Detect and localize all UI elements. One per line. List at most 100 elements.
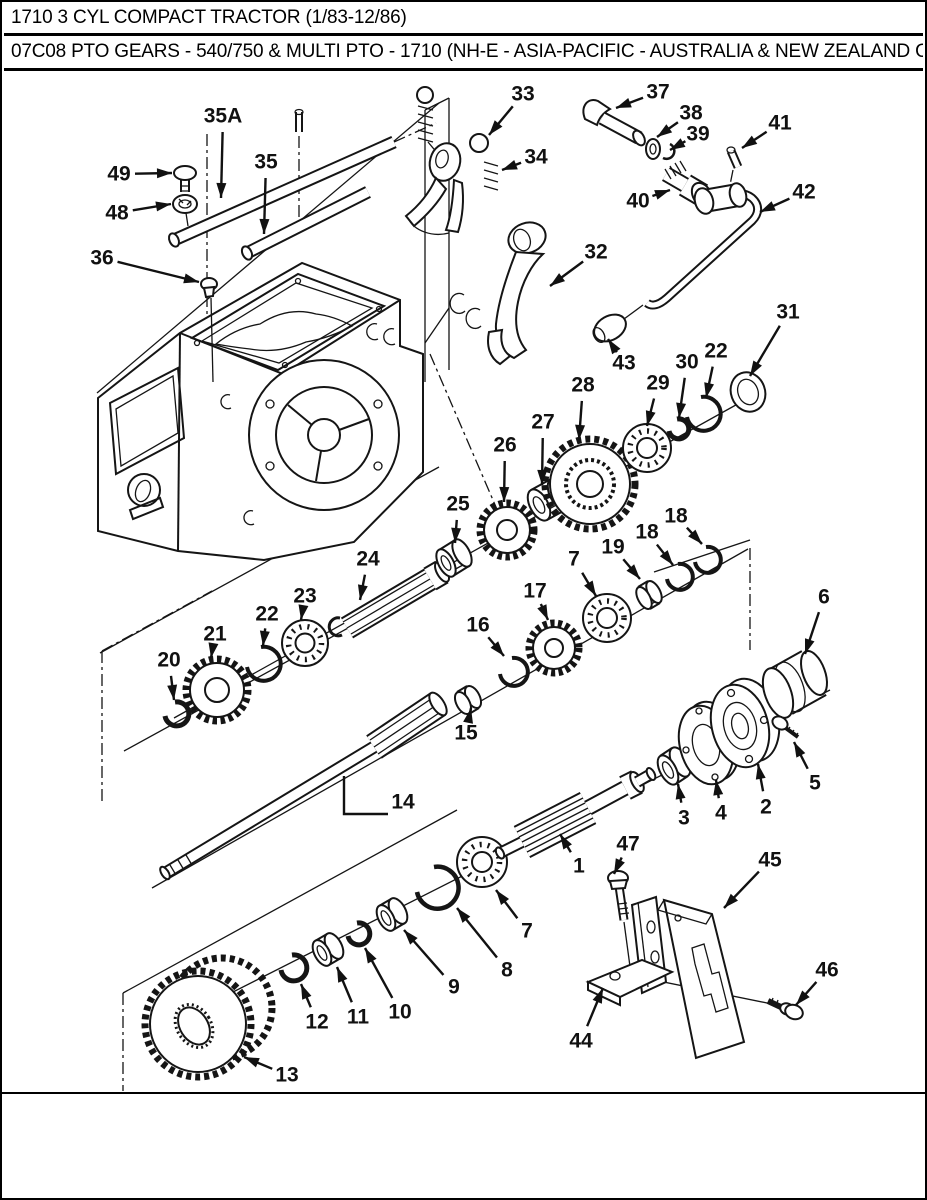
svg-text:8: 8	[501, 959, 513, 982]
section-title: 07C08 PTO GEARS - 540/750 & MULTI PTO - …	[4, 36, 923, 71]
part-pin-41	[726, 146, 743, 169]
callout-42: 42	[759, 181, 816, 214]
svg-text:23: 23	[293, 585, 316, 608]
callout-28: 28	[571, 374, 595, 441]
part-bearing-7a	[582, 593, 632, 643]
part-clip-39	[662, 142, 676, 161]
callout-8: 8	[456, 907, 513, 982]
part-clip-30	[666, 416, 692, 442]
svg-text:18: 18	[635, 521, 659, 544]
svg-text:1: 1	[573, 855, 585, 878]
part-bushing-25	[435, 538, 473, 578]
callout-15: 15	[454, 707, 478, 745]
svg-text:15: 15	[454, 722, 478, 745]
callout-19: 19	[601, 536, 641, 580]
callout-38: 38	[656, 102, 703, 138]
part-housing	[97, 261, 482, 562]
callout-35: 35	[254, 151, 278, 235]
part-shift-rails	[167, 108, 397, 261]
part-bearing-23	[281, 619, 329, 667]
callout-13: 13	[243, 1055, 299, 1087]
svg-text:22: 22	[704, 340, 727, 363]
part-lever-37	[582, 99, 646, 147]
part-bolt-36	[200, 277, 218, 383]
callout-48: 48	[105, 202, 172, 225]
callout-18: 18	[664, 505, 703, 545]
callout-23: 23	[293, 585, 317, 621]
svg-text:39: 39	[686, 123, 709, 146]
part-bearing-29	[622, 423, 672, 473]
svg-text:41: 41	[768, 112, 792, 135]
part-shift-fork-35A	[404, 142, 464, 235]
callout-43: 43	[607, 338, 636, 375]
svg-text:7: 7	[521, 920, 533, 943]
callout-12: 12	[299, 983, 329, 1034]
part-shift-fork-32	[487, 221, 547, 366]
callout-22: 22	[704, 340, 728, 399]
callout-3: 3	[675, 783, 690, 830]
part-screw-49	[173, 165, 197, 192]
callout-10: 10	[363, 947, 412, 1024]
svg-text:38: 38	[679, 102, 703, 125]
part-gear-17	[525, 619, 583, 677]
part-splined-shaft-24	[327, 560, 450, 639]
svg-text:35: 35	[254, 151, 278, 174]
callout-9: 9	[403, 929, 460, 999]
part-bushing-15	[453, 684, 483, 716]
callout-35A: 35A	[204, 105, 243, 199]
callout-24: 24	[356, 548, 380, 601]
callout-22: 22	[255, 603, 279, 647]
svg-text:21: 21	[203, 623, 227, 646]
svg-text:4: 4	[715, 802, 727, 825]
part-rod-42	[644, 182, 763, 310]
callout-7: 7	[495, 889, 533, 943]
svg-text:40: 40	[626, 190, 649, 213]
part-pto-shaft-1	[494, 767, 657, 860]
part-washer-9	[375, 897, 409, 932]
callout-46: 46	[795, 959, 839, 1006]
part-bolt-46	[766, 997, 804, 1021]
svg-text:18: 18	[664, 505, 688, 528]
callout-16: 16	[466, 614, 505, 657]
part-seal-31	[729, 371, 767, 413]
svg-text:42: 42	[792, 181, 815, 204]
svg-text:20: 20	[157, 649, 180, 672]
part-clip-10	[345, 920, 373, 948]
part-gear-21	[182, 655, 252, 725]
callout-37: 37	[615, 81, 670, 110]
svg-text:35A: 35A	[204, 105, 243, 128]
svg-text:29: 29	[646, 372, 669, 395]
callout-47: 47	[612, 833, 640, 875]
callout-29: 29	[645, 372, 670, 427]
callout-36: 36	[90, 247, 200, 284]
svg-text:10: 10	[388, 1001, 411, 1024]
svg-text:12: 12	[305, 1011, 328, 1034]
svg-text:9: 9	[448, 976, 460, 999]
svg-text:11: 11	[347, 1006, 370, 1029]
svg-text:25: 25	[446, 493, 470, 516]
svg-text:44: 44	[569, 1030, 593, 1053]
svg-text:30: 30	[675, 351, 698, 374]
svg-text:2: 2	[760, 796, 772, 819]
part-washer-48	[172, 194, 198, 227]
svg-text:46: 46	[815, 959, 838, 982]
part-bracket-44	[585, 895, 675, 1007]
callout-31: 31	[748, 301, 800, 377]
svg-text:48: 48	[105, 202, 129, 225]
part-spring-34	[483, 161, 499, 191]
svg-text:45: 45	[758, 849, 782, 872]
callout-41: 41	[741, 112, 792, 150]
svg-text:36: 36	[90, 247, 113, 270]
part-shaft-14	[159, 691, 448, 881]
part-snap-ring-22a	[245, 644, 283, 683]
part-bearing-7b	[456, 836, 508, 888]
callout-30: 30	[675, 351, 699, 419]
part-screw-5	[771, 715, 800, 739]
exploded-parts-diagram: 35A4948353633343237383941404243312230292…	[90, 81, 839, 1091]
svg-text:6: 6	[818, 586, 830, 609]
svg-text:43: 43	[612, 352, 635, 375]
part-gear-13	[141, 954, 276, 1081]
svg-text:26: 26	[493, 434, 516, 457]
